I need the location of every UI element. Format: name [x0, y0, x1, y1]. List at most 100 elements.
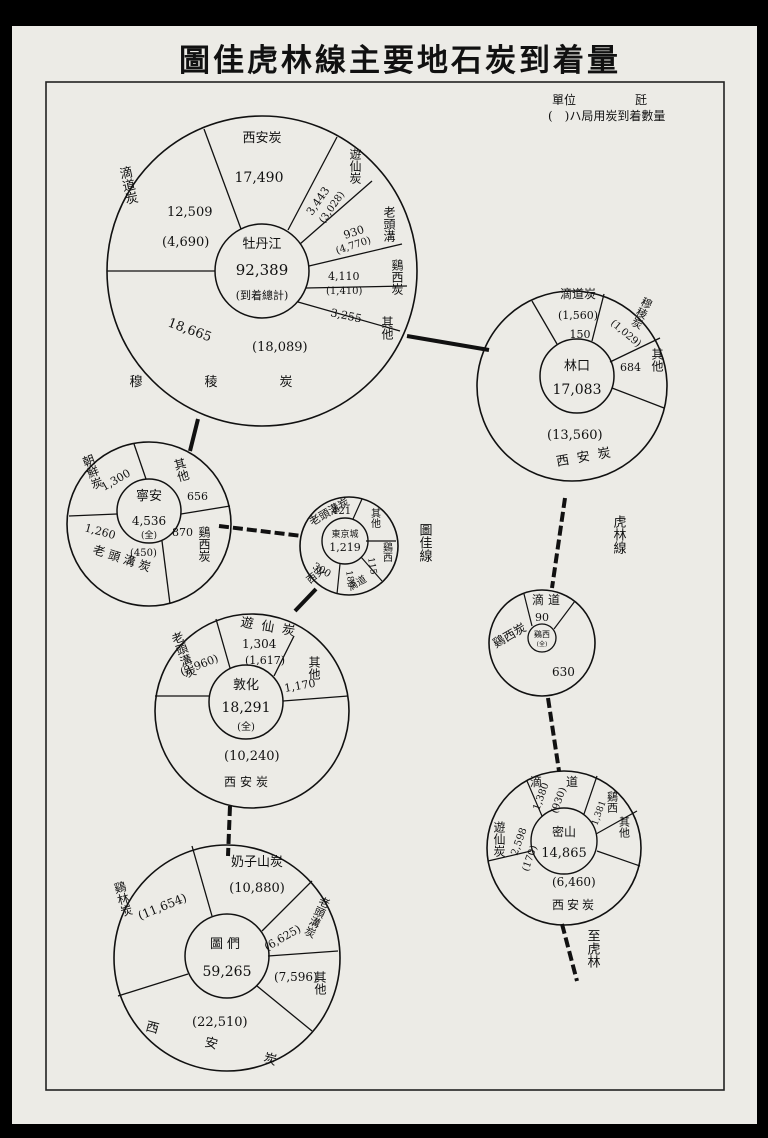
station-total: 17,083 — [553, 382, 602, 398]
segment-rail: (7,596) — [274, 970, 318, 984]
segment-value: 12,509 — [167, 205, 213, 220]
outer-circle — [476, 290, 668, 482]
segment-value: 4,110 — [328, 270, 360, 283]
unit-label: 單位 — [552, 92, 576, 107]
station-linkou: 林口 17,083 滴道炭 (1,560) 150 穆稜炭 (1,029) 68… — [476, 286, 668, 482]
unit-value: 瓩 — [635, 93, 647, 107]
station-total-note: (全) — [237, 720, 255, 733]
station-total: 4,536 — [132, 514, 166, 528]
segment-label: 穆稜炭 — [129, 375, 354, 390]
station-name: 林口 — [564, 359, 590, 374]
segment-dividers — [523, 593, 576, 630]
unit-note: ( )ハ局用炭到着數量 — [548, 108, 665, 123]
segment-value: 930 — [342, 223, 366, 242]
segment-value: 90 — [535, 611, 549, 624]
hulin-line-label: 虎林線 — [611, 515, 627, 554]
center-circle — [527, 623, 557, 653]
rail-dongjing-dunhua — [293, 587, 318, 613]
station-name: 寧安 — [136, 488, 162, 504]
segment-label: 老頭溝 — [382, 206, 396, 243]
segment-value: 870 — [172, 526, 193, 539]
segment-rail: (170) — [520, 844, 540, 873]
segment-value: 684 — [620, 361, 641, 374]
station-total-note: (全) — [141, 529, 157, 541]
rail-mudan-ningan — [188, 418, 200, 452]
segment-dividers — [68, 443, 231, 605]
station-total: 59,265 — [203, 964, 252, 980]
segment-label: 其他 — [171, 456, 191, 483]
segment-value: 1,300 — [99, 467, 133, 494]
segment-label: 鷄西炭 — [390, 259, 404, 296]
tujia-line-label: 圖佳線 — [417, 523, 433, 562]
segment-dividers — [487, 775, 641, 867]
station-ningan: 寧安 4,536 (全) 其他 656 870 鷄西炭 1,260 (450) … — [66, 441, 232, 607]
segment-label: 西安炭 — [555, 444, 620, 470]
to-hulin-label: 至虎林 — [585, 929, 601, 968]
rail-linkou-jixi — [550, 497, 567, 589]
coal-arrival-diagram: 圖佳虎林線主要地石炭到着量 單位 瓩 ( )ハ局用炭到着數量 虎林線 圖佳線 至… — [45, 43, 725, 1091]
segment-label: 西安炭 — [224, 774, 272, 789]
segment-rail: (930) — [549, 786, 569, 815]
segment-label: 鷄西炭 — [197, 526, 211, 563]
segment-rail: (450) — [130, 548, 157, 559]
outer-circle — [154, 613, 350, 809]
segment-rail: (10,240) — [224, 749, 280, 764]
segment-label: 老頭溝炭 — [301, 894, 332, 940]
diagram-title: 圖佳虎林線主要地石炭到着量 — [179, 43, 621, 79]
railway-lines — [188, 334, 579, 982]
station-dongjingcheng: 東京城 1,219 421 老頭溝炭 其他 115 鷄西 180 滴道 300 … — [299, 495, 399, 596]
segment-label: 其他 — [313, 971, 327, 995]
segment-value: 150 — [570, 328, 591, 341]
segment-value: 17,490 — [235, 170, 284, 186]
segment-rail: (11,654) — [136, 891, 189, 923]
station-total-note: (全) — [537, 640, 548, 648]
segment-rail: (1,560) — [558, 309, 598, 322]
segment-dividers — [107, 128, 408, 332]
segment-rail: (6,625) — [262, 922, 303, 953]
segment-label: 西安炭 — [242, 131, 281, 146]
station-total: 14,865 — [541, 846, 587, 861]
station-name: 牡丹江 — [242, 237, 281, 252]
segment-rail: (18,089) — [252, 340, 308, 355]
segment-dividers — [117, 845, 339, 1032]
station-total: 92,389 — [236, 261, 289, 279]
segment-dividers — [531, 293, 665, 409]
segment-dividers — [155, 618, 349, 702]
rail-mudan-linkou — [406, 334, 490, 352]
segment-label: 其他 — [380, 316, 394, 340]
station-name: 東京城 — [331, 528, 358, 540]
outer-circle — [113, 844, 341, 1072]
segment-label: 鷄西炭 — [490, 620, 528, 650]
station-mudanjiang: 牡丹江 92,389 (到着總計) 西安炭 17,490 遊仙炭 3,443 (… — [106, 115, 418, 427]
segment-label: 其他 — [650, 348, 664, 372]
station-total: 1,219 — [329, 541, 361, 554]
outer-circle — [299, 496, 399, 596]
station-name: 敦化 — [233, 677, 259, 693]
station-dunhua: 敦化 18,291 (全) 遊仙炭 1,304 (1,617) 1,170 其他… — [154, 613, 350, 809]
segment-label: 遊仙炭 — [348, 147, 362, 185]
segment-rail: (4,690) — [162, 235, 209, 250]
segment-value: 656 — [187, 490, 208, 503]
segment-value: 1,260 — [83, 521, 117, 542]
segment-rail: (13,560) — [547, 428, 603, 443]
segment-value: 3,255 — [329, 306, 363, 325]
inner-frame — [45, 81, 725, 1091]
station-name: 密山 — [552, 824, 576, 839]
segment-label: 滴道炭 — [560, 286, 596, 301]
segment-rail: (22,510) — [192, 1015, 248, 1030]
center-circle — [530, 807, 598, 875]
center-circle — [208, 664, 284, 740]
segment-label: 滴道 — [532, 592, 564, 607]
segment-value: 421 — [332, 506, 351, 517]
segment-label: 鷄西 — [606, 790, 619, 813]
outer-circle — [486, 770, 642, 926]
segment-value: 1,304 — [242, 637, 277, 651]
segment-label: 滴道 — [530, 774, 602, 789]
segment-label: 奶子山炭 — [231, 855, 283, 870]
segment-label: 鷄西 — [381, 541, 393, 562]
station-mishan: 密山 14,865 滴道 1,380 (930) 1,381 鷄西 其他 (6,… — [486, 770, 642, 926]
segment-value: 180 — [343, 570, 356, 589]
line-labels: 虎林線 圖佳線 至虎林 — [417, 515, 627, 968]
segment-rail: (10,880) — [229, 881, 285, 896]
outer-circle — [66, 441, 232, 607]
